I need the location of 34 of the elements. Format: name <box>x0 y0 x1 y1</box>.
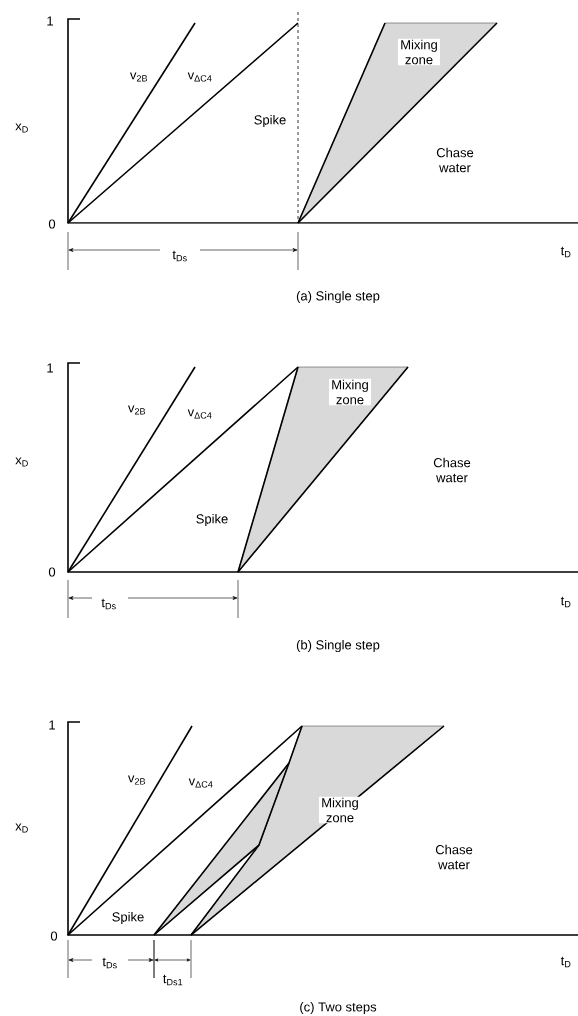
axis-tick-label: 1 <box>47 16 53 26</box>
dimension-label: t$_{Ds}$ <box>172 250 187 262</box>
caption: (a) Single step <box>296 290 380 304</box>
line-label: v$_{2B}$ <box>130 72 148 82</box>
axis-label: x$_{D}$ <box>15 457 28 467</box>
axis-tick-label: 1 <box>47 363 53 373</box>
region-label: Spike <box>196 513 228 527</box>
line-label: v$_{ΔC4}$ <box>187 409 212 419</box>
region-label: Mixing zone <box>332 379 368 405</box>
region-label: Chase water <box>436 147 474 173</box>
caption: (b) Single step <box>296 639 380 653</box>
dimension-label: t$_{Ds}$ <box>101 598 116 610</box>
region-label: Chase water <box>433 457 471 483</box>
axis-tick-label: 0 <box>50 931 58 941</box>
line-label: v$_{ΔC4}$ <box>188 778 213 788</box>
line-label: v$_{2B}$ <box>128 775 146 785</box>
axis-label: x$_{D}$ <box>15 823 28 833</box>
line-label: v$_{2B}$ <box>128 405 146 415</box>
axis-label: t$_{D}$ <box>560 596 571 608</box>
axis-tick-label: 0 <box>48 219 56 229</box>
axis-tick-label: 1 <box>49 720 55 730</box>
region-label: Spike <box>254 114 286 128</box>
line-label: v$_{ΔC4}$ <box>187 72 212 82</box>
region-label: Spike <box>112 911 144 925</box>
region-label: Mixing zone <box>401 39 437 65</box>
region-label: Mixing zone <box>322 797 358 823</box>
region-label: Chase water <box>435 844 473 870</box>
dimension-label: t$_{Ds}$ <box>102 957 117 969</box>
dimension-label: t$_{Ds1}$ <box>163 974 183 986</box>
caption: (c) Two steps <box>300 1001 377 1015</box>
axis-tick-label: 0 <box>48 567 56 577</box>
axis-label: t$_{D}$ <box>560 956 571 968</box>
axis-label: x$_{D}$ <box>15 123 28 133</box>
axis-label: t$_{D}$ <box>560 246 571 258</box>
